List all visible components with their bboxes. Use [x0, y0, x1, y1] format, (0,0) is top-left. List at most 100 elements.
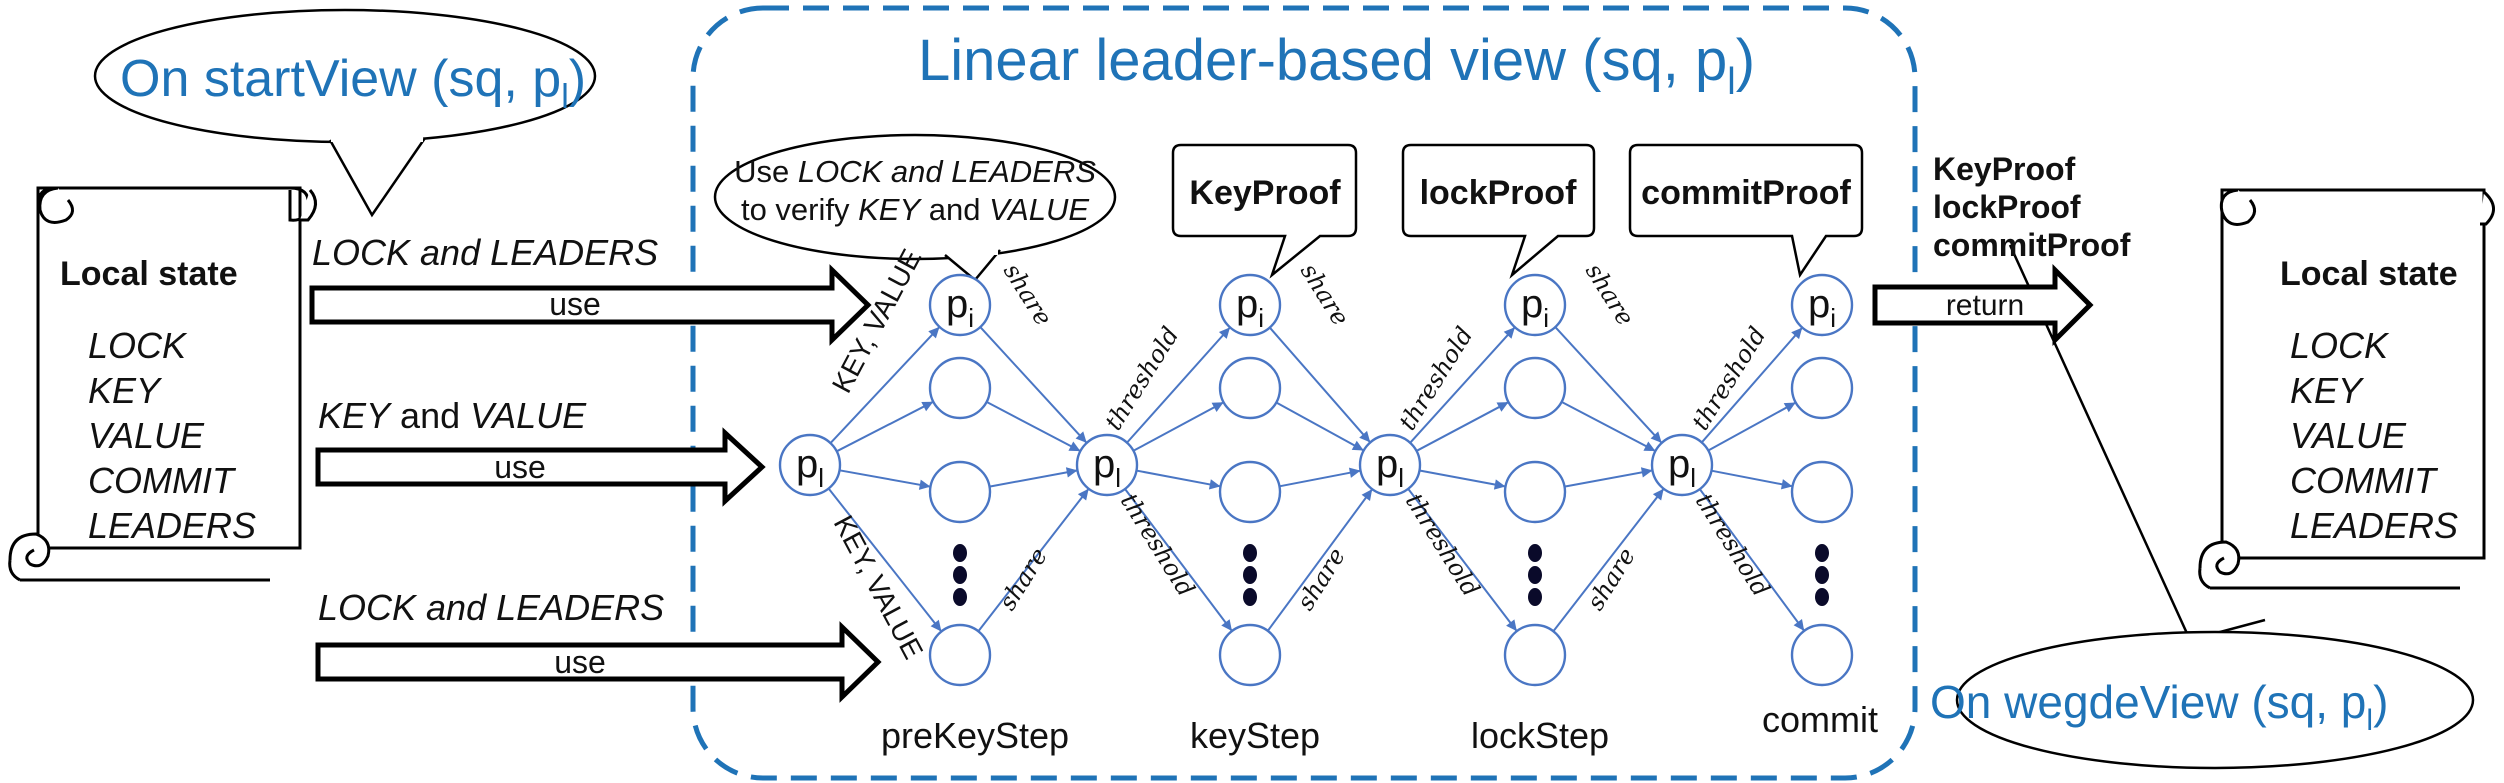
- view-boundary: [690, 5, 1918, 781]
- replica-node-0-1: [928, 356, 992, 420]
- leader-node-3-label: pl: [1668, 442, 1696, 493]
- step-label-lockstep: lockStep: [1471, 715, 1609, 756]
- edge-leader-1-to-replica-2-arrowhead: [1208, 479, 1221, 490]
- edge-leader-2-to-replica-1-arrowhead: [1496, 402, 1509, 412]
- edge-replica-2-2-to-leader-3-arrowhead: [1640, 467, 1653, 478]
- edge-replica-0-1-to-leader-1-arrowhead: [1068, 441, 1081, 452]
- input-arrow-3-label: LOCK and LEADERS: [318, 587, 664, 628]
- replica-node-0-3: [928, 623, 992, 687]
- step-label-commit: commit: [1762, 699, 1878, 740]
- right-state-item-leaders: LEADERS: [2290, 505, 2458, 546]
- right-state-title: Local state: [2280, 255, 2458, 293]
- input-arrow-1: LOCK and LEADERS use: [309, 232, 872, 346]
- replica-node-1-2: [1218, 460, 1282, 524]
- replica-node-3-0: pi: [1790, 273, 1854, 337]
- replica-node-1-3: [1218, 623, 1282, 687]
- input-arrow-2-label: KEY and VALUE: [318, 395, 587, 436]
- edge-replica-2-1-to-leader-3-arrowhead: [1643, 441, 1656, 452]
- edge-label-threshold-1: threshold: [1099, 322, 1184, 435]
- start-view-label: On startView (sq, pl): [120, 50, 586, 116]
- replica-node-2-0-label: pi: [1521, 282, 1549, 333]
- edge-leader-0-to-replica-1: [836, 400, 934, 453]
- input-arrow-2-action: use: [494, 449, 546, 485]
- keyproof-label: KeyProof: [1189, 174, 1341, 212]
- input-arrow-3: LOCK and LEADERS use: [315, 587, 882, 703]
- left-state-item-commit: COMMIT: [88, 460, 237, 501]
- edge-leader-3-to-replica-1-arrowhead: [1783, 402, 1796, 413]
- right-local-state-scroll: Local state LOCK KEY VALUE COMMIT LEADER…: [2198, 188, 2495, 590]
- edge-replica-0-3-to-leader-1: [977, 488, 1090, 632]
- lockproof-callout: lockProof: [1401, 143, 1596, 279]
- edge-leader-3-to-replica-2-arrowhead: [1780, 479, 1793, 490]
- edge-replica-0-2-to-leader-1-arrowhead: [1065, 467, 1078, 478]
- input-arrow-3-action: use: [554, 644, 606, 680]
- replica-node-0-0: pi: [928, 273, 992, 337]
- edge-leader-0-to-replica-2-arrowhead: [918, 479, 931, 490]
- verify-line-1: Use LOCK and LEADERS: [734, 154, 1096, 189]
- edge-leader-0-to-replica-3-arrowhead: [930, 619, 942, 632]
- verify-line-2: to verify KEY and VALUE: [741, 192, 1089, 227]
- replica-node-0-2: [928, 460, 992, 524]
- edge-leader-2-to-replica-2: [1419, 469, 1506, 488]
- edge-replica-1-3-to-leader-2: [1266, 488, 1374, 632]
- edge-replica-2-3-to-leader-3: [1552, 488, 1665, 632]
- commitproof-label: commitProof: [1641, 174, 1851, 212]
- edge-replica-1-2-to-leader-2: [1279, 469, 1361, 488]
- edge-replica-2-2-to-leader-3: [1564, 469, 1653, 488]
- edge-label-share-6: share: [1581, 543, 1641, 615]
- right-state-item-key: KEY: [2290, 370, 2365, 411]
- left-state-title: Local state: [60, 255, 238, 293]
- edge-leader-3-to-replica-3: [1698, 488, 1806, 632]
- edge-replica-1-0-to-leader-2: [1269, 326, 1371, 444]
- replica-node-1-0: pi: [1218, 273, 1282, 337]
- view-title: Linear leader-based view (sq, pl): [918, 28, 1755, 103]
- edge-replica-0-0-to-leader-1: [979, 326, 1088, 444]
- replica-node-2-3: [1503, 623, 1567, 687]
- edge-leader-3-to-replica-3-arrowhead: [1793, 619, 1805, 631]
- edge-replica-1-1-to-leader-2-arrowhead: [1351, 440, 1364, 451]
- edge-leader-0-to-replica-0-arrowhead: [928, 326, 940, 339]
- return-action: return: [1946, 289, 2024, 322]
- edge-label-threshold-2: threshold: [1115, 488, 1200, 601]
- edge-replica-1-1-to-leader-2: [1275, 401, 1365, 452]
- input-arrow-1-label: LOCK and LEADERS: [312, 232, 658, 273]
- ellipsis-dots-1: [1243, 544, 1257, 606]
- edge-leader-1-to-replica-1: [1132, 401, 1225, 452]
- edge-leader-0-to-replica-0: [829, 326, 941, 444]
- right-state-item-lock: LOCK: [2290, 325, 2390, 366]
- leader-node-2: pl: [1358, 433, 1422, 497]
- leader-node-1-label: pl: [1093, 442, 1121, 493]
- edge-label-share-2: share: [993, 543, 1053, 615]
- replica-node-3-3: [1790, 623, 1854, 687]
- edge-label-share-1: share: [998, 258, 1058, 330]
- replica-node-2-2: [1503, 460, 1567, 524]
- edge-replica-1-2-to-leader-2-arrowhead: [1348, 467, 1361, 478]
- return-proof-2: lockProof: [1933, 189, 2081, 225]
- verify-callout: Use LOCK and LEADERS to verify KEY and V…: [713, 133, 1117, 282]
- edge-leader-1-to-replica-2: [1136, 469, 1221, 488]
- replica-node-3-2: [1790, 460, 1854, 524]
- edge-leader-3-to-replica-0-arrowhead: [1791, 327, 1803, 340]
- replica-node-1-0-label: pi: [1236, 282, 1264, 333]
- edge-leader-1-to-replica-1-arrowhead: [1211, 402, 1224, 412]
- edge-replica-2-3-to-leader-3-arrowhead: [1652, 488, 1664, 501]
- edge-leader-3-to-replica-2: [1711, 469, 1793, 488]
- replica-node-2-1: [1503, 356, 1567, 420]
- edge-replica-0-2-to-leader-1: [989, 469, 1078, 488]
- left-state-item-lock: LOCK: [88, 325, 188, 366]
- right-state-item-commit: COMMIT: [2290, 460, 2439, 501]
- edge-leader-1-to-replica-0-arrowhead: [1218, 327, 1231, 339]
- edge-label-share-5: share: [1580, 258, 1640, 330]
- edge-leader-0-to-replica-1-arrowhead: [921, 401, 934, 412]
- wedge-view-label: On wegdeView (sq, pl): [1930, 676, 2388, 737]
- ellipsis-dots-0: [953, 544, 967, 606]
- left-local-state-scroll: Local state LOCK KEY VALUE COMMIT LEADER…: [8, 186, 317, 582]
- edge-replica-1-3-to-leader-2-arrowhead: [1361, 489, 1373, 501]
- edge-leader-0-to-replica-2: [839, 469, 931, 488]
- return-proof-3: commitProof: [1933, 227, 2131, 263]
- keyproof-callout: KeyProof: [1171, 143, 1358, 279]
- replica-node-3-0-label: pi: [1808, 282, 1836, 333]
- edge-leader-2-to-replica-3-arrowhead: [1506, 619, 1517, 632]
- right-state-item-value: VALUE: [2290, 415, 2407, 456]
